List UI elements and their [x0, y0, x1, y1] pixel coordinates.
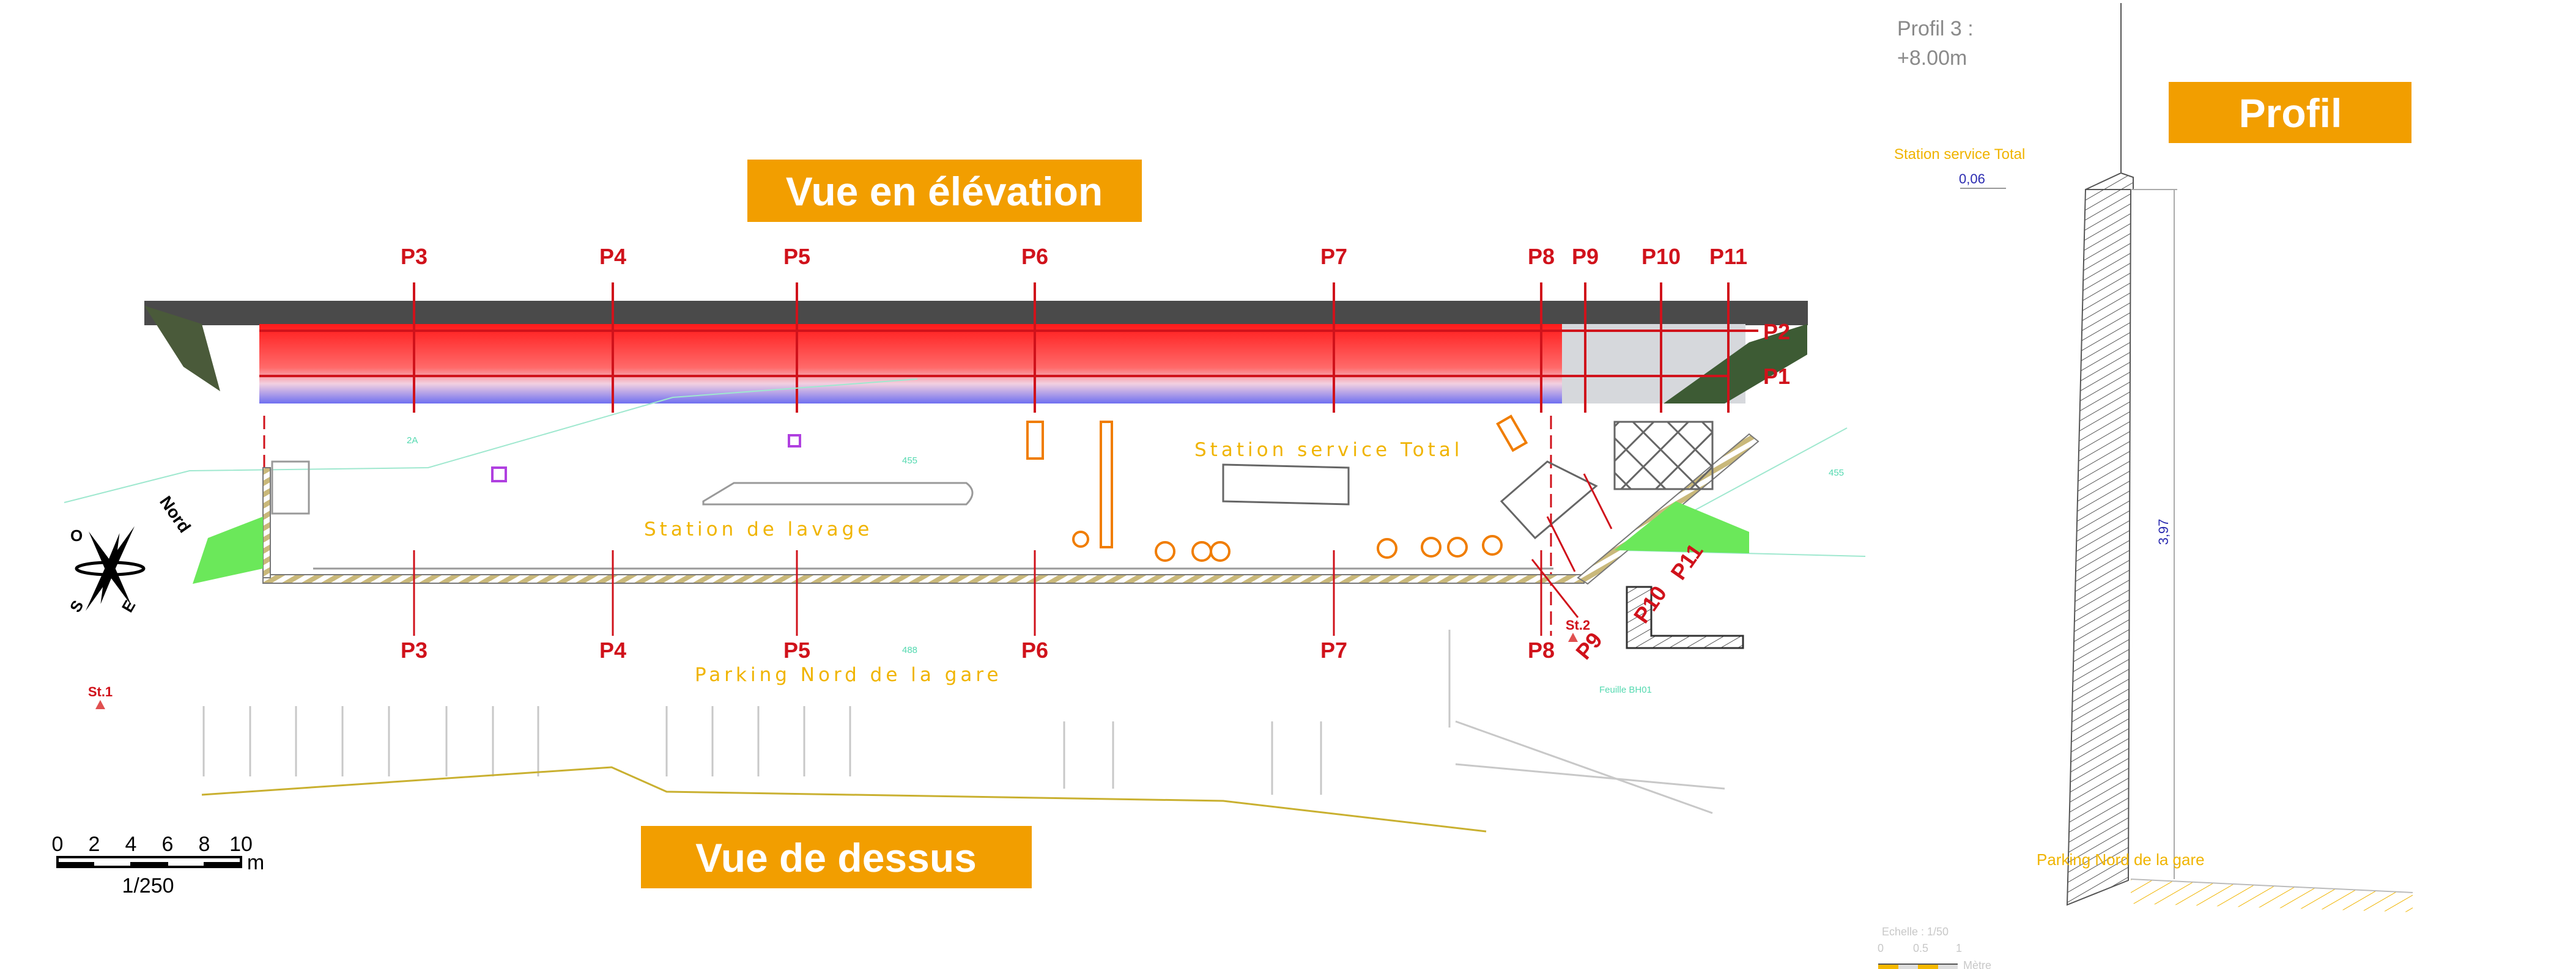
profile-label: P6: [1021, 244, 1048, 269]
plan-view: 2A 455 488 455 Feuille BH01: [52, 378, 1866, 897]
profile-title-banner: [2169, 82, 2411, 143]
plan-title-banner: [641, 826, 1032, 888]
profile-lines-vertical: [259, 282, 1758, 413]
profile-label: P3: [401, 638, 427, 663]
parking-stalls: [202, 630, 1725, 814]
parcel-label: 2A: [407, 435, 418, 446]
profile-label: P9: [1571, 627, 1607, 664]
profile-labels-bottom: P3 P4 P5 P6 P7 P8 P9 P10 P11: [401, 539, 1708, 664]
wall-plan: [262, 574, 1585, 584]
scale-tick: 1: [1956, 942, 1962, 954]
scale-unit: m: [247, 851, 264, 874]
profile-label: P11: [1709, 244, 1747, 269]
profile-label: P8: [1528, 638, 1555, 663]
place-label-parking: Parking Nord de la gare: [695, 664, 1002, 686]
elevation-title: Vue en élévation: [786, 169, 1103, 214]
compass-south: S: [66, 597, 87, 616]
plan-title: Vue de dessus: [695, 835, 977, 880]
profile-label: P5: [783, 638, 810, 663]
profile-label: P7: [1320, 638, 1347, 663]
scale-label: Echelle : 1/50: [1882, 926, 1949, 938]
profile-label: P9: [1572, 244, 1599, 269]
profile-label: P6: [1021, 638, 1048, 663]
fence-line: [201, 766, 1487, 833]
wall-plan-return: [262, 467, 271, 578]
profile-title: Profil: [2239, 90, 2342, 136]
scale-tick: 0: [52, 833, 64, 856]
elevation-title-banner: [747, 160, 1142, 222]
profile-lines-plan: [413, 473, 1613, 636]
ground-line: [2130, 879, 2413, 893]
scale-bar-profile: Echelle : 1/50 0 0.5 1 Mètre: [1878, 926, 1991, 969]
parcel-label: 455: [902, 455, 917, 466]
compass-rose-icon: Nord O S E: [66, 493, 194, 616]
profile-label: P1: [1763, 364, 1790, 389]
profile-name: Profil 3 :: [1897, 17, 1974, 40]
place-label-total: Station service Total: [1194, 439, 1463, 461]
profile-label: P10: [1641, 244, 1681, 269]
vegetation-cloud-left: [144, 306, 220, 391]
scale-tick: 6: [162, 833, 174, 856]
profile-label: P4: [599, 244, 626, 269]
plan-features: [491, 414, 1528, 562]
vegetation-right: [1615, 501, 1749, 553]
profile-top-label: Station service Total: [1894, 146, 2025, 163]
station-triangle-icon: [95, 700, 105, 709]
profile-label: P4: [599, 638, 626, 663]
scale-tick: 10: [229, 833, 253, 856]
scale-tick: 8: [199, 833, 210, 856]
station-triangle-icon: [1568, 633, 1578, 642]
profile-label: P3: [401, 244, 427, 269]
plan-structures: [271, 421, 1744, 649]
scale-tick: 2: [89, 833, 100, 856]
ground-section: [2131, 879, 2413, 912]
wall-deviation-heatmap: [259, 324, 1562, 403]
wall-section: [2066, 189, 2132, 906]
parcel-boundary: [64, 378, 918, 503]
scale-tick: 0.5: [1913, 942, 1928, 954]
compass-west: O: [70, 526, 83, 545]
dimension-height: 3,97: [2156, 519, 2171, 545]
parcel-label: Feuille BH01: [1599, 685, 1652, 695]
dimension-top: 0,06: [1959, 171, 1985, 186]
parcel-label: 488: [902, 645, 917, 655]
parcel-label: 455: [1829, 468, 1844, 478]
scale-bar-plan: 0 2 4 6 8 10 m 1/250: [52, 833, 265, 897]
profile-elevation: +8.00m: [1897, 46, 1967, 70]
point-cloud-top: [144, 301, 1808, 325]
vegetation-left: [193, 517, 263, 584]
profile-label: P8: [1528, 244, 1555, 269]
profile-panel: Profil 3 : +8.00m Profil Station service…: [1878, 3, 2413, 969]
profile-label: P2: [1763, 319, 1790, 344]
station-label: St.1: [88, 684, 113, 699]
wall-coping: [2085, 172, 2134, 190]
elevation-view: Vue en élévation P3 P4 P5 P6 P7 P8 P9 P1…: [144, 160, 1808, 413]
place-label-lavage: Station de lavage: [644, 518, 873, 540]
profile-label: P7: [1320, 244, 1347, 269]
profile-label: P5: [783, 244, 810, 269]
scale-tick: 0: [1878, 942, 1884, 954]
scale-unit: Mètre: [1963, 959, 1991, 969]
station-label: St.2: [1566, 617, 1590, 633]
profile-labels-top: P3 P4 P5 P6 P7 P8 P9 P10 P11 P2 P1: [401, 244, 1790, 389]
scale-ratio: 1/250: [122, 874, 174, 897]
profile-bottom-label: Parking Nord de la gare: [2037, 850, 2205, 869]
scale-tick: 4: [125, 833, 137, 856]
compass-north: Nord: [156, 493, 194, 536]
vegetation-cloud: [1664, 324, 1807, 403]
